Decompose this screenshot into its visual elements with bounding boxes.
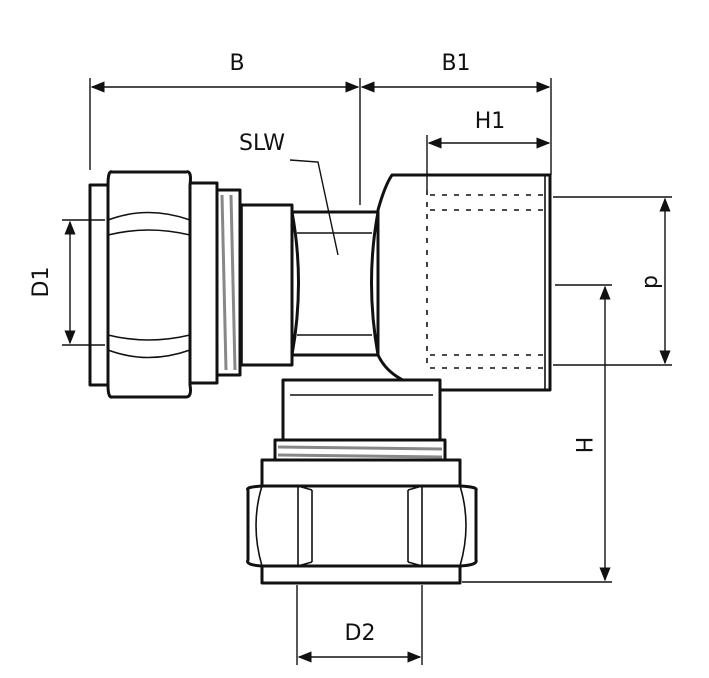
left-compression-nut: [88, 170, 242, 399]
body-center: [233, 203, 380, 367]
dimension-lines: [62, 78, 672, 665]
label-b: B: [229, 51, 244, 76]
label-slw: SLW: [239, 131, 285, 156]
label-d2: D2: [345, 621, 376, 646]
socket-outlet: [376, 173, 552, 392]
label-h1: H1: [475, 109, 506, 134]
label-b1: B1: [441, 51, 470, 76]
label-h: H: [570, 437, 595, 454]
bottom-compression-nut: [246, 378, 478, 585]
label-d1: D1: [29, 267, 54, 298]
label-d: d: [639, 275, 664, 289]
